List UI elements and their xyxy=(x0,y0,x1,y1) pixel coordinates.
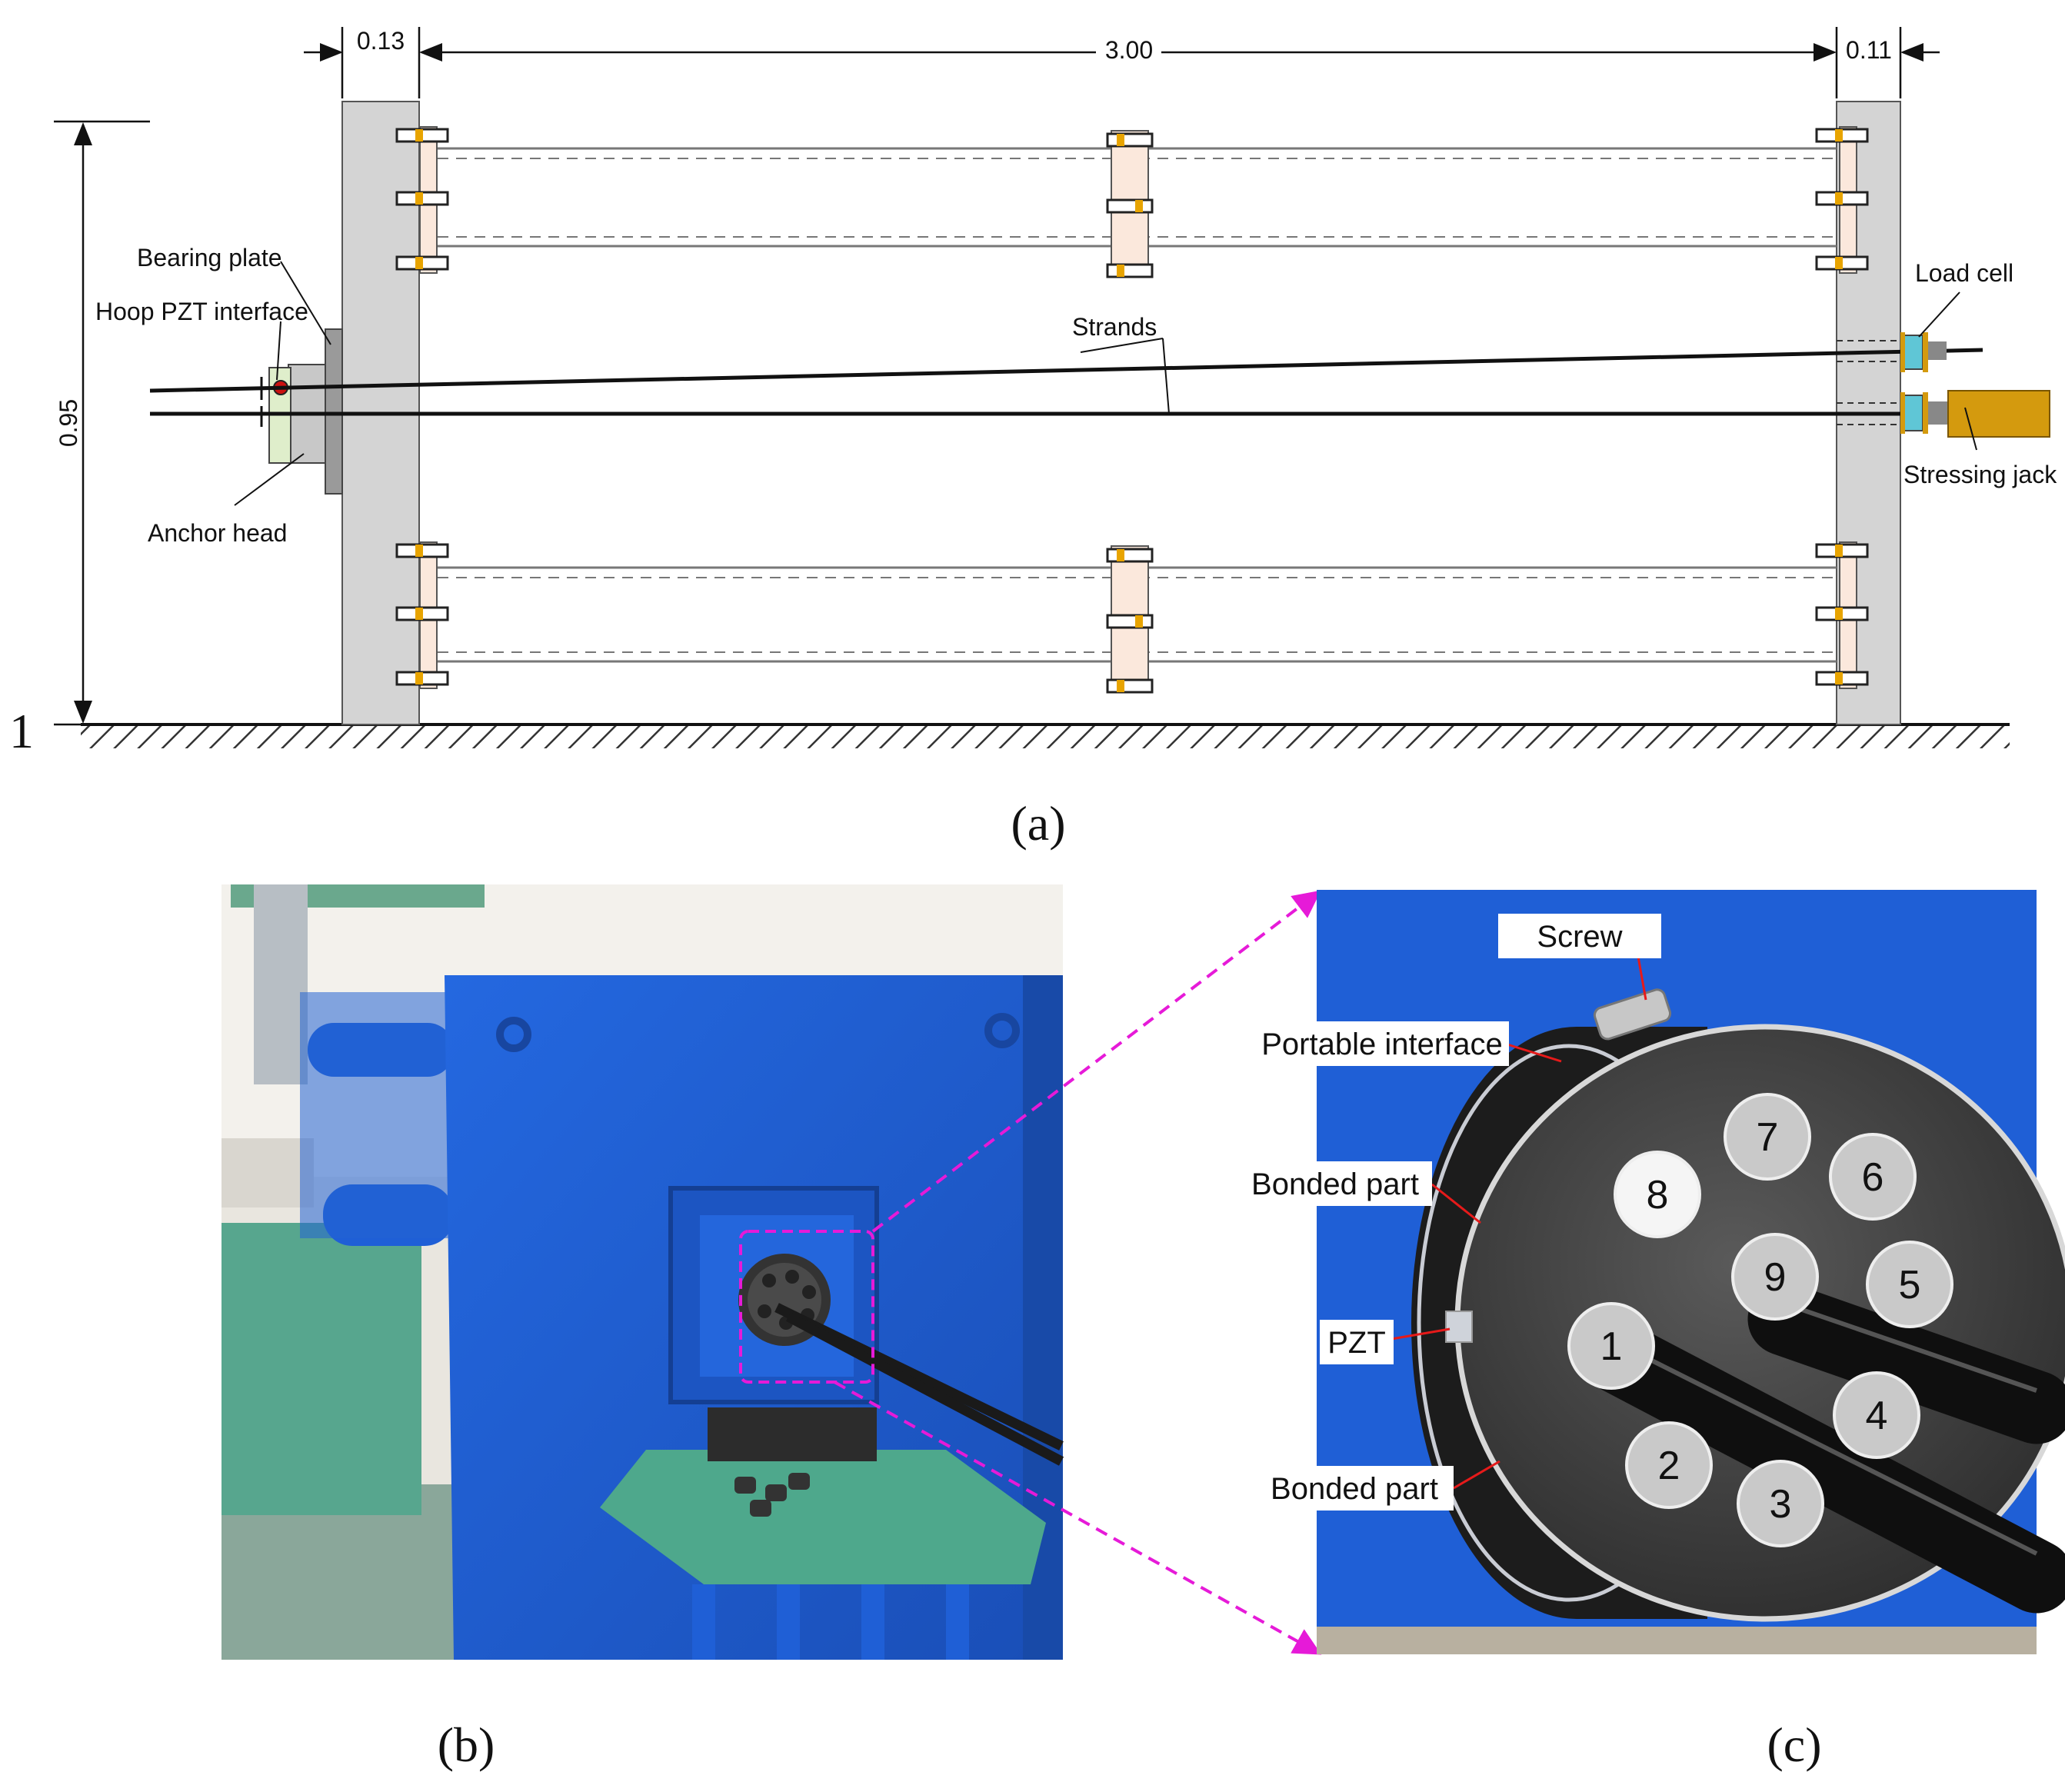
label-anchor-head: Anchor head xyxy=(148,519,287,547)
pzt-patch xyxy=(1445,1311,1473,1343)
rod-clamps xyxy=(395,125,1869,694)
dim-right-plate: 0.11 xyxy=(1846,36,1892,64)
right-anchorage xyxy=(1900,332,2050,438)
label-hoop-pzt-interface: Hoop PZT interface xyxy=(95,298,308,325)
hole-5: 5 xyxy=(1866,1241,1953,1328)
hole-6: 6 xyxy=(1829,1133,1917,1221)
label-pzt: PZT xyxy=(1327,1326,1386,1360)
caption-c: (c) xyxy=(1767,1717,1821,1772)
left-anchorage xyxy=(260,328,343,495)
label-screw: Screw xyxy=(1537,920,1622,954)
panel-a-schematic: 0.13 3.00 0.11 0.95 1 Bearing plate Hoop… xyxy=(9,27,2057,851)
green-base xyxy=(600,1450,1046,1584)
frame-ribs xyxy=(692,1584,969,1660)
dim-span: 3.00 xyxy=(1105,36,1153,64)
label-stressing-jack: Stressing jack xyxy=(1903,461,2057,488)
load-cell-lower xyxy=(1903,395,1923,431)
label-strands: Strands xyxy=(1072,313,1157,341)
anchor-holes: 1 2 3 4 5 6 7 8 9 xyxy=(1567,1093,1953,1547)
svg-text:1: 1 xyxy=(1600,1324,1623,1369)
screw-clamp xyxy=(1593,988,1672,1041)
svg-text:3: 3 xyxy=(1770,1482,1792,1527)
dim-height: 0.95 xyxy=(55,399,82,447)
label-bonded-part-top: Bonded part xyxy=(1251,1167,1419,1201)
zoom-region xyxy=(739,1230,874,1384)
edge-mark: 1 xyxy=(9,704,34,758)
hole-1: 1 xyxy=(1567,1302,1655,1390)
caption-b: (b) xyxy=(438,1717,495,1772)
leader-lines-a xyxy=(234,261,1977,506)
stressing-jack xyxy=(1947,390,2050,438)
label-load-cell: Load cell xyxy=(1915,259,2013,287)
svg-text:9: 9 xyxy=(1764,1255,1787,1300)
svg-text:2: 2 xyxy=(1658,1444,1680,1488)
hole-2: 2 xyxy=(1625,1421,1713,1509)
svg-text:5: 5 xyxy=(1899,1263,1921,1307)
label-bearing-plate: Bearing plate xyxy=(137,244,282,271)
svg-text:6: 6 xyxy=(1862,1155,1884,1200)
hole-9: 9 xyxy=(1731,1233,1819,1321)
label-bonded-part-bottom: Bonded part xyxy=(1271,1472,1438,1506)
caption-a: (a) xyxy=(1011,796,1065,851)
dim-left-plate: 0.13 xyxy=(357,27,405,55)
label-boxes-c xyxy=(1238,914,1661,1511)
hole-4: 4 xyxy=(1833,1371,1920,1459)
strands-closeup xyxy=(1582,1282,2065,1614)
strands xyxy=(149,348,1983,416)
panel-b-photo: (b) xyxy=(221,884,1064,1772)
svg-text:4: 4 xyxy=(1866,1394,1888,1438)
svg-text:7: 7 xyxy=(1757,1115,1779,1160)
hole-3: 3 xyxy=(1737,1460,1824,1547)
svg-text:8: 8 xyxy=(1647,1173,1669,1217)
lifting-eyes xyxy=(496,1013,1020,1052)
ground-hatch xyxy=(81,725,2010,748)
panel-c-closeup: 1 2 3 4 5 6 7 8 9 Screw Portable interfa… xyxy=(1238,890,2065,1772)
hole-7: 7 xyxy=(1724,1093,1811,1181)
load-cell xyxy=(1903,335,1923,370)
bearing-plate xyxy=(325,328,343,495)
zoom-leaders xyxy=(834,890,1322,1655)
label-portable-interface: Portable interface xyxy=(1261,1028,1503,1061)
hole-8: 8 xyxy=(1614,1151,1701,1238)
strands-photo xyxy=(774,1303,1064,1466)
frame-tubes xyxy=(300,992,454,1246)
